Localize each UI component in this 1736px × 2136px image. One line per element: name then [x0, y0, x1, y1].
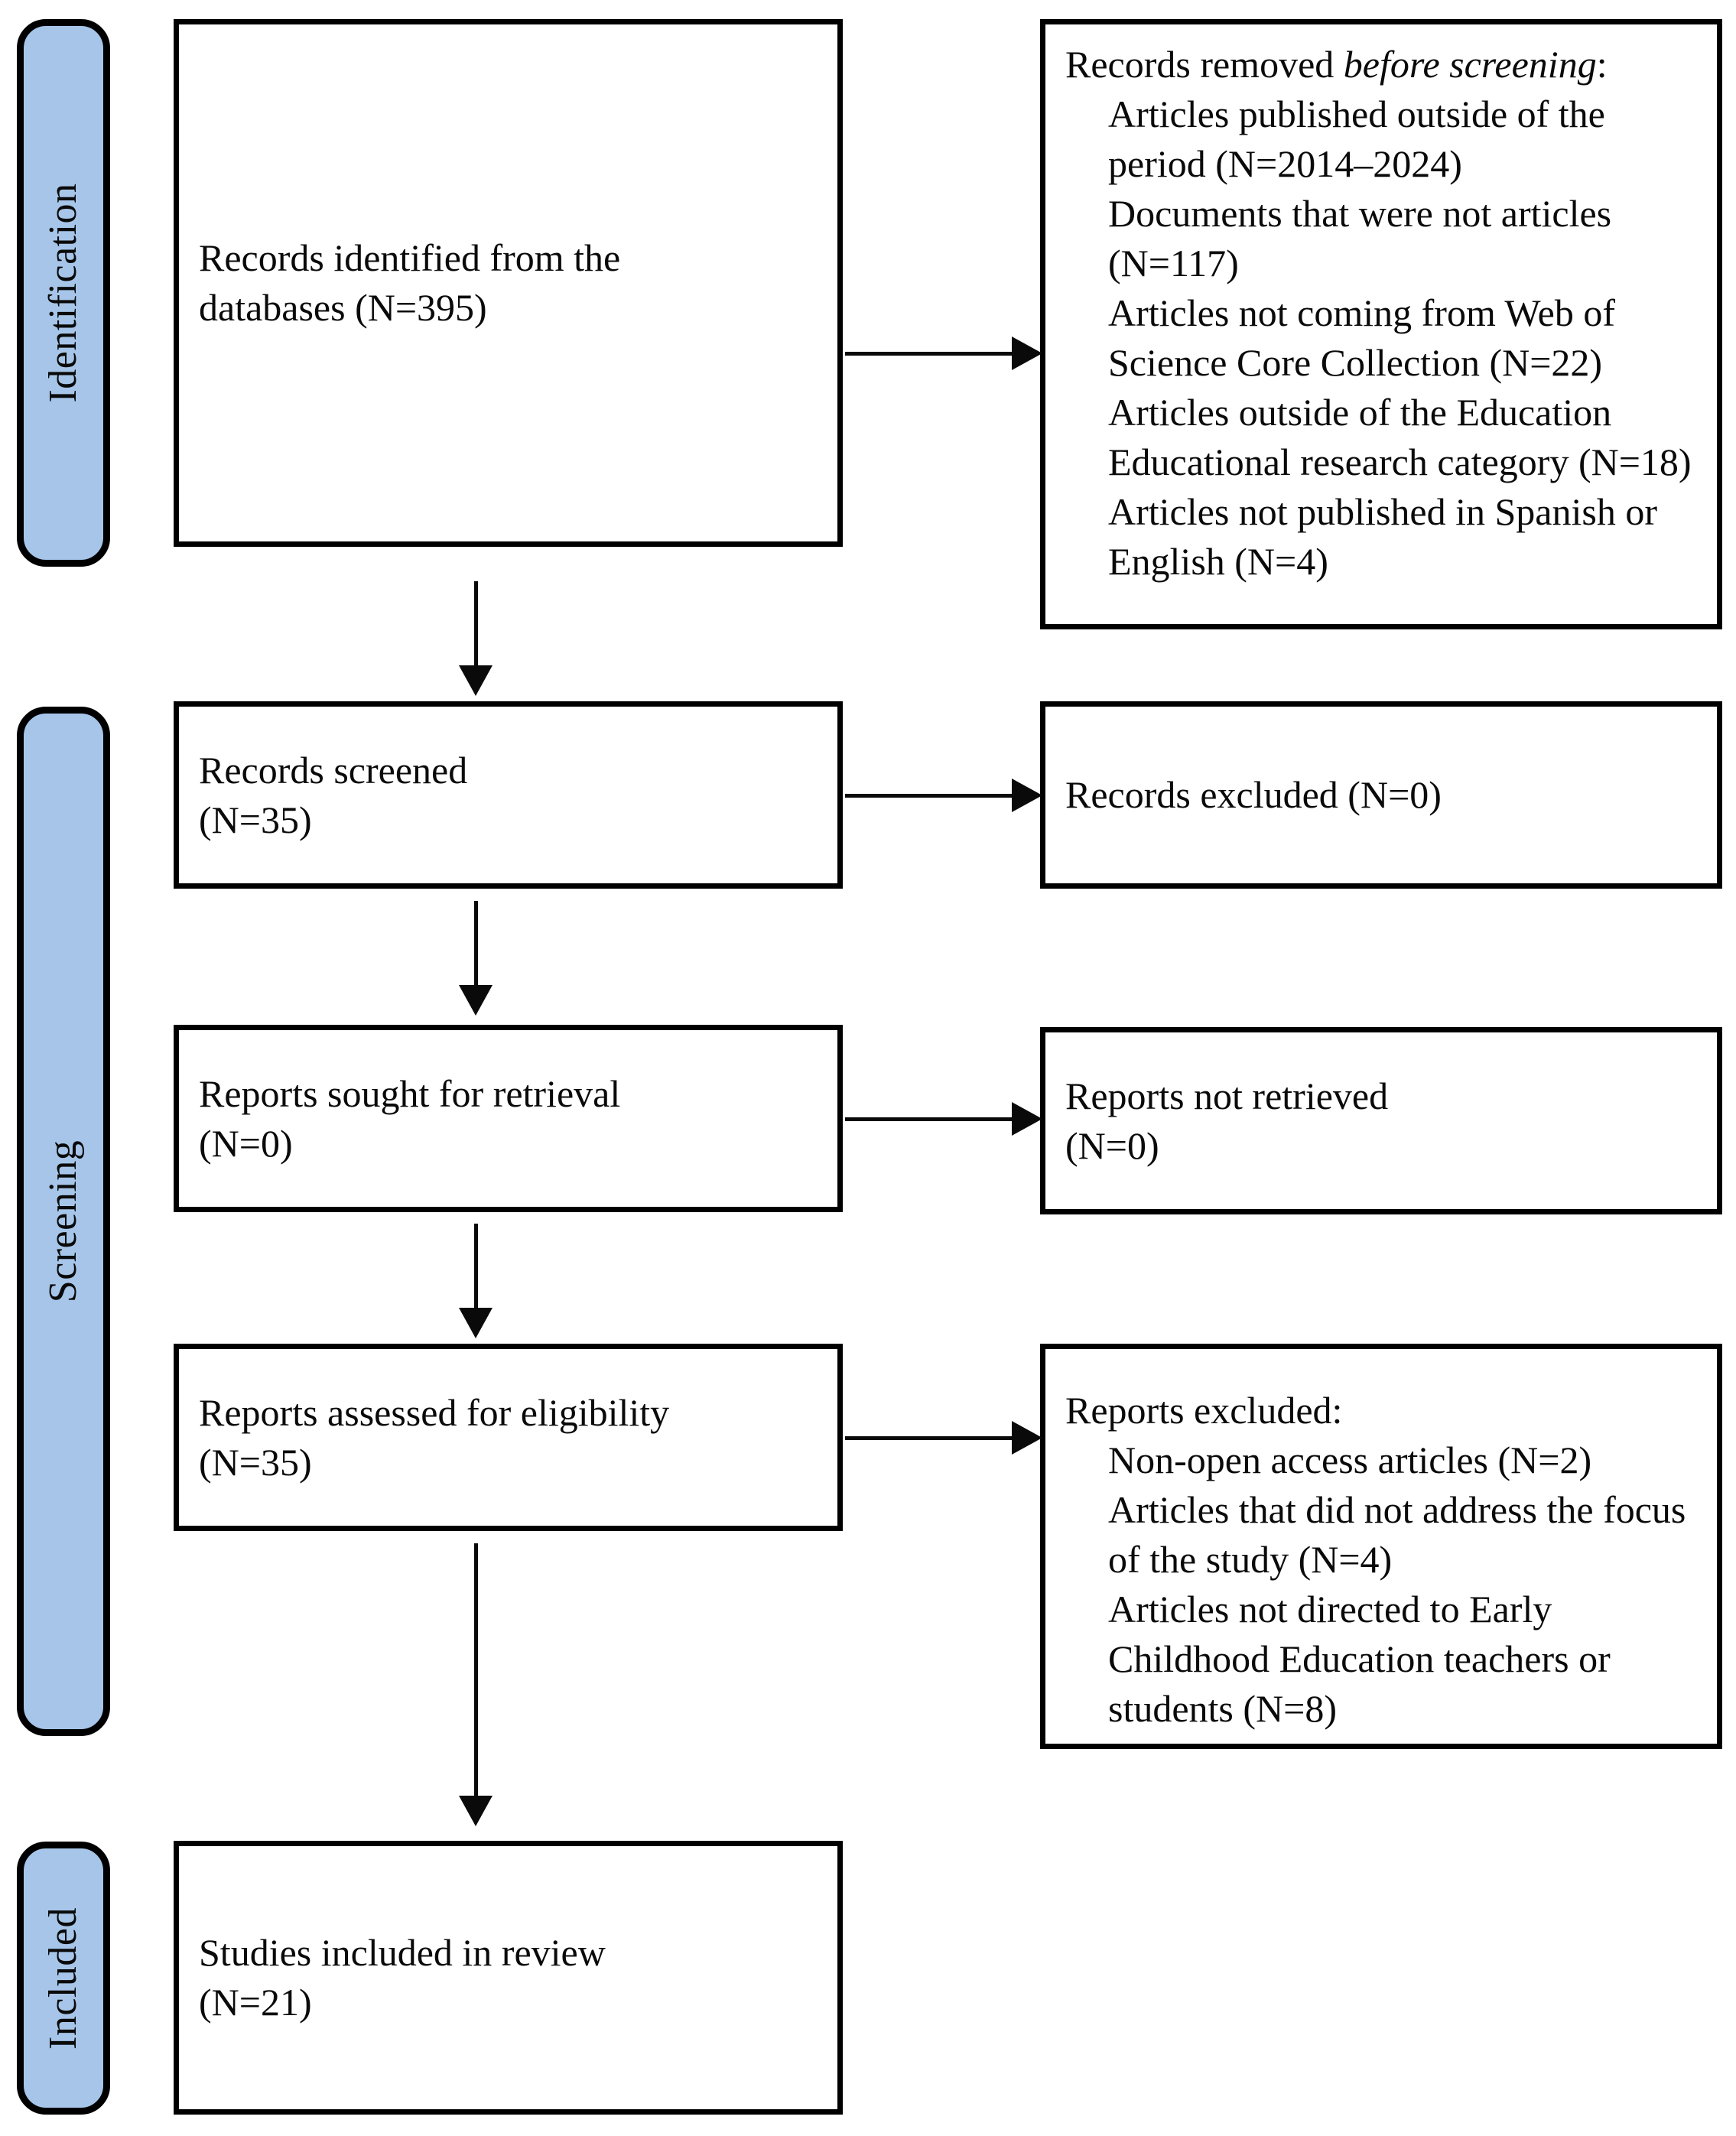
arrow-head-down-icon [459, 1796, 493, 1826]
stage-pill-included: Included [17, 1842, 110, 2115]
reports-sought-line1: Reports sought for retrieval [199, 1071, 621, 1115]
studies-included-line1: Studies included in review [199, 1931, 606, 1974]
records-removed-item-3: Articles not coming from Web of Science … [1108, 291, 1615, 384]
records-identified-line1: Records identified from the [199, 236, 621, 279]
reports-not-retrieved-line2: (N=0) [1065, 1123, 1159, 1167]
box-reports-assessed: Reports assessed for eligibility (N=35) [174, 1344, 843, 1531]
box-reports-sought: Reports sought for retrieval (N=0) [174, 1025, 843, 1212]
reports-excluded-item-1: Non-open access articles (N=2) [1108, 1439, 1592, 1481]
reports-assessed-line2: (N=35) [199, 1440, 312, 1484]
arrow-head-down-icon [459, 1308, 493, 1338]
studies-included-line2: (N=21) [199, 1981, 312, 2024]
records-screened-line2: (N=35) [199, 798, 312, 841]
reports-excluded-item-2: Articles that did not address the focus … [1108, 1488, 1686, 1581]
reports-assessed-line1: Reports assessed for eligibility [199, 1390, 670, 1434]
stage-label-identification: Identification [41, 183, 85, 403]
arrow-head-down-icon [459, 985, 493, 1016]
box-reports-excluded: Reports excluded: Non-open access articl… [1040, 1344, 1722, 1749]
stage-label-screening: Screening [41, 1140, 85, 1303]
stage-pill-identification: Identification [17, 19, 110, 567]
records-removed-item-4: Articles outside of the Education Educat… [1108, 391, 1692, 483]
reports-not-retrieved-line1: Reports not retrieved [1065, 1074, 1389, 1117]
records-screened-line1: Records screened [199, 748, 468, 792]
records-removed-heading: Records removed before screening: [1065, 40, 1697, 89]
records-removed-heading-colon: : [1596, 43, 1608, 86]
arrow-shaft [474, 581, 478, 667]
arrow-head-right-icon [1012, 1421, 1042, 1455]
arrow-head-right-icon [1012, 336, 1042, 370]
reports-sought-line2: (N=0) [199, 1121, 293, 1165]
box-records-identified: Records identified from the databases (N… [174, 19, 843, 547]
stage-label-included: Included [41, 1907, 85, 2050]
box-records-screened: Records screened (N=35) [174, 701, 843, 889]
arrow-head-right-icon [1012, 1102, 1042, 1136]
arrow-shaft [474, 1224, 478, 1309]
arrow-shaft [845, 794, 1012, 798]
box-studies-included: Studies included in review (N=21) [174, 1841, 843, 2115]
arrow-head-right-icon [1012, 779, 1042, 812]
records-removed-item-1: Articles published outside of the period… [1108, 93, 1605, 185]
records-removed-heading-plain: Records removed [1065, 43, 1344, 86]
arrow-shaft [845, 1117, 1012, 1121]
records-identified-line2: databases (N=395) [199, 286, 487, 329]
stage-pill-screening: Screening [17, 707, 110, 1736]
reports-excluded-item-3: Articles not directed to Early Childhood… [1108, 1588, 1611, 1730]
records-excluded-line1: Records excluded (N=0) [1065, 773, 1442, 816]
records-removed-item-5: Articles not published in Spanish or Eng… [1108, 490, 1657, 583]
records-removed-heading-italic: before screening [1343, 43, 1597, 86]
arrow-shaft [845, 1436, 1012, 1440]
arrow-shaft [845, 352, 1012, 356]
reports-excluded-heading: Reports excluded: [1065, 1389, 1343, 1432]
arrow-shaft [474, 901, 478, 987]
box-records-excluded: Records excluded (N=0) [1040, 701, 1722, 889]
records-removed-item-2: Documents that were not articles (N=117) [1108, 192, 1612, 284]
box-records-removed: Records removed before screening: Articl… [1040, 19, 1722, 629]
arrow-head-down-icon [459, 665, 493, 696]
box-reports-not-retrieved: Reports not retrieved (N=0) [1040, 1027, 1722, 1214]
arrow-shaft [474, 1543, 478, 1797]
